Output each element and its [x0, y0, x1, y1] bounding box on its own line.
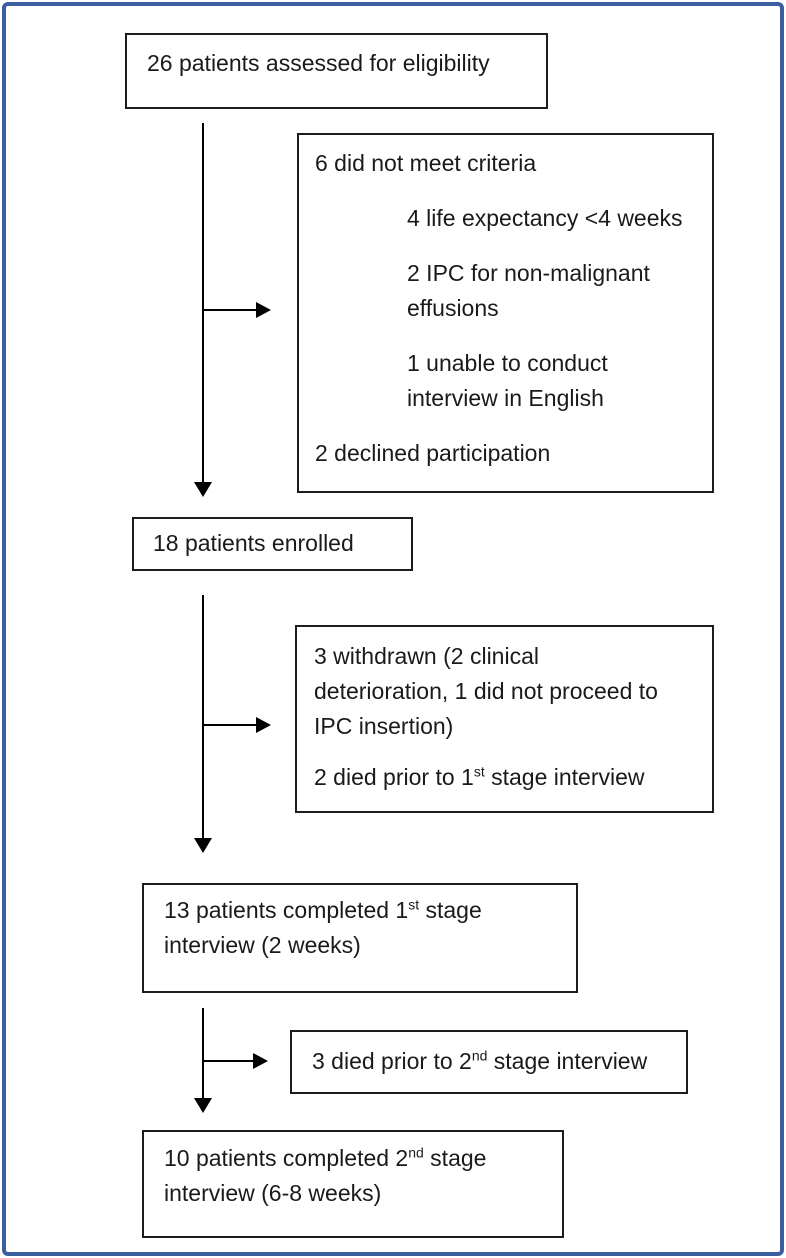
withdrawn-line: 3 withdrawn (2 clinical: [314, 643, 539, 669]
assessed-text: 26 patients assessed for eligibility: [147, 50, 490, 76]
reason-line: interview in English: [407, 385, 604, 411]
connector-line-branch-3: [203, 1060, 253, 1062]
arrowhead-right-icon: [253, 1053, 268, 1069]
died-before-stage1-pre: 2 died prior to 1: [314, 764, 474, 790]
died-before-stage1-line: 2 died prior to 1st stage interview: [314, 760, 700, 795]
died-before-stage2-pre: 3 died prior to 2: [312, 1048, 472, 1074]
box-patients-enrolled: 18 patients enrolled: [132, 517, 413, 571]
connector-line-branch-1: [203, 309, 256, 311]
connector-line-vertical-2: [202, 595, 204, 838]
stage2-line1: 10 patients completed 2nd stage: [164, 1141, 554, 1176]
reason-line: 1 unable to conduct: [407, 350, 608, 376]
box-stage1-completed: 13 patients completed 1st stage intervie…: [142, 883, 578, 993]
exclusion1-declined: 2 declined participation: [315, 440, 551, 466]
withdrawn-line: deterioration, 1 did not proceed to: [314, 678, 658, 704]
died-before-stage1-post: stage interview: [484, 764, 645, 790]
reason-line: effusions: [407, 295, 499, 321]
arrowhead-right-icon: [256, 302, 271, 318]
superscript-ordinal: nd: [408, 1144, 424, 1161]
stage1-line1: 13 patients completed 1st stage: [164, 893, 568, 928]
box-assessed-eligibility: 26 patients assessed for eligibility: [125, 33, 548, 109]
stage2-line1-post: stage: [423, 1145, 487, 1171]
arrowhead-down-icon: [194, 838, 212, 853]
box-not-meet-criteria: 6 did not meet criteria 4 life expectanc…: [297, 133, 714, 493]
stage1-line1-pre: 13 patients completed 1: [164, 897, 409, 923]
connector-line-branch-2: [203, 724, 256, 726]
stage2-line2: interview (6-8 weeks): [164, 1180, 382, 1206]
reason-line: 4 life expectancy <4 weeks: [407, 205, 683, 231]
connector-line-vertical-3: [202, 1008, 204, 1098]
superscript-ordinal: st: [473, 763, 485, 780]
stage1-line2: interview (2 weeks): [164, 932, 361, 958]
superscript-ordinal: nd: [471, 1047, 488, 1064]
arrowhead-down-icon: [194, 482, 212, 497]
arrowhead-right-icon: [256, 717, 271, 733]
connector-line-vertical-1: [202, 123, 204, 482]
exclusion1-reason-non-malignant: 2 IPC for non-malignant effusions: [407, 256, 700, 326]
withdrawn-line: IPC insertion): [314, 713, 454, 739]
stage2-line1-pre: 10 patients completed 2: [164, 1145, 409, 1171]
died-before-stage2-post: stage interview: [487, 1048, 648, 1074]
exclusion1-reason-life-expectancy: 4 life expectancy <4 weeks: [407, 201, 700, 236]
box-stage2-completed: 10 patients completed 2nd stage intervie…: [142, 1130, 564, 1238]
box-withdrawn: 3 withdrawn (2 clinical deterioration, 1…: [295, 625, 714, 813]
superscript-ordinal: st: [408, 896, 420, 913]
exclusion1-reason-english: 1 unable to conduct interview in English: [407, 346, 700, 416]
reason-line: 2 IPC for non-malignant: [407, 260, 650, 286]
enrolled-text: 18 patients enrolled: [153, 530, 354, 556]
box-died-before-stage2: 3 died prior to 2nd stage interview: [290, 1030, 688, 1094]
arrowhead-down-icon: [194, 1098, 212, 1113]
exclusion1-header: 6 did not meet criteria: [315, 150, 537, 176]
stage1-line1-post: stage: [419, 897, 482, 923]
